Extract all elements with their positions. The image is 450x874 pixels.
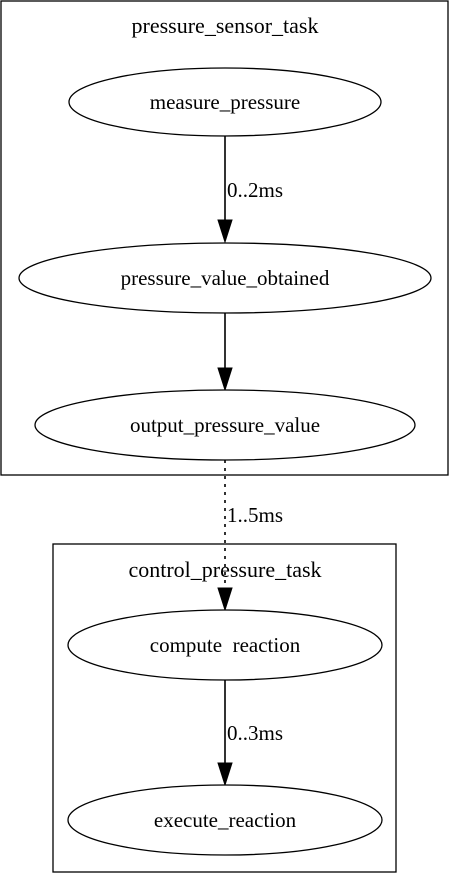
node-execute-reaction: execute_reaction [67,784,383,856]
edge-compute-to-execute: 0..3ms [217,680,283,787]
node-ellipse [34,389,416,461]
node-ellipse [67,784,383,856]
edge-measure-to-obtained: 0..2ms [217,135,283,244]
arrowhead [217,762,233,787]
node-label: output_pressure_value [130,413,320,437]
cluster-control-pressure-task: control_pressure_task [52,543,397,873]
node-pressure-value-obtained: pressure_value_obtained [18,242,432,314]
cluster-box [52,543,397,873]
node-output-pressure-value: output_pressure_value [34,389,416,461]
arrowhead [217,367,233,392]
node-compute-reaction: compute reaction [67,609,383,681]
edge-obtained-to-output [217,313,233,392]
node-ellipse [18,242,432,314]
node-label: compute reaction [150,633,301,657]
node-ellipse [67,609,383,681]
cluster-label: pressure_sensor_task [132,13,319,38]
edge-output-to-compute: 1..5ms [217,460,283,612]
node-label: measure_pressure [150,90,300,114]
node-label: pressure_value_obtained [121,266,330,290]
edge-label: 1..5ms [227,503,283,527]
cluster-label: control_pressure_task [128,557,321,582]
cluster-box [0,0,449,476]
arrowhead [217,219,233,244]
node-measure-pressure: measure_pressure [68,67,382,137]
node-ellipse [68,67,382,137]
edge-label: 0..2ms [227,178,283,202]
arrowhead [217,587,233,612]
edge-label: 0..3ms [227,721,283,745]
node-label: execute_reaction [154,808,297,832]
cluster-pressure-sensor-task: pressure_sensor_task [0,0,449,476]
